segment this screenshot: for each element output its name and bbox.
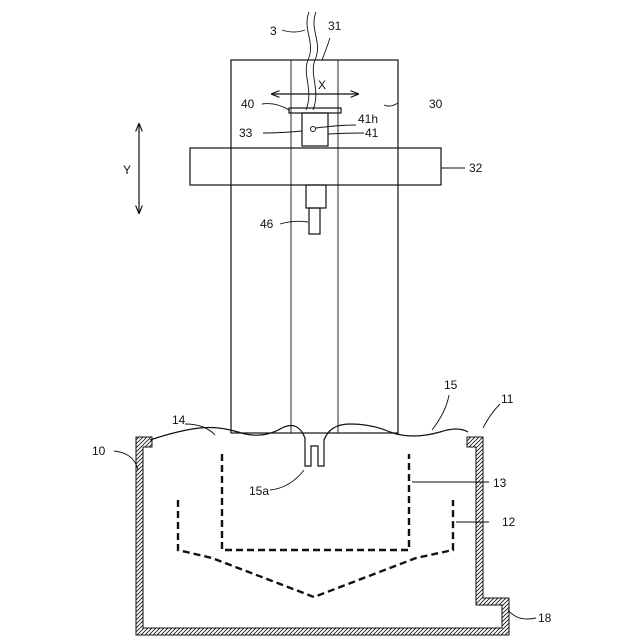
label-base: 18 (538, 611, 552, 625)
crossbar (190, 148, 441, 185)
inner-basket (222, 454, 409, 550)
label-x-axis: X (318, 78, 326, 92)
label-cable: 3 (270, 24, 277, 38)
leader-lines (114, 30, 536, 619)
label-crossbar: 32 (469, 161, 483, 175)
label-y-axis: Y (123, 163, 131, 177)
pivot (310, 126, 315, 131)
label-pivot: 41 (365, 126, 379, 140)
label-inner-basket: 13 (493, 476, 507, 490)
probe (306, 185, 326, 234)
label-slot: 31 (328, 19, 342, 33)
motor (302, 113, 328, 146)
label-pivot-hole: 41h (358, 112, 378, 126)
carriage (289, 108, 341, 113)
outer-basket (178, 500, 453, 597)
rim-clip-right (467, 437, 483, 447)
rim-clip-left (136, 437, 152, 447)
label-probe: 46 (260, 217, 274, 231)
label-cover: 15 (444, 378, 458, 392)
vessel-wall (136, 445, 509, 635)
label-outer-basket: 12 (502, 515, 516, 529)
label-carriage: 40 (241, 97, 255, 111)
label-vessel: 10 (92, 444, 106, 458)
cover (150, 424, 468, 466)
cable (306, 12, 311, 110)
label-cover-notch: 15a (249, 484, 269, 498)
label-motor: 33 (239, 126, 253, 140)
label-tank-inner: 14 (172, 413, 186, 427)
label-rim: 11 (501, 392, 514, 406)
label-frame: 30 (429, 97, 443, 111)
